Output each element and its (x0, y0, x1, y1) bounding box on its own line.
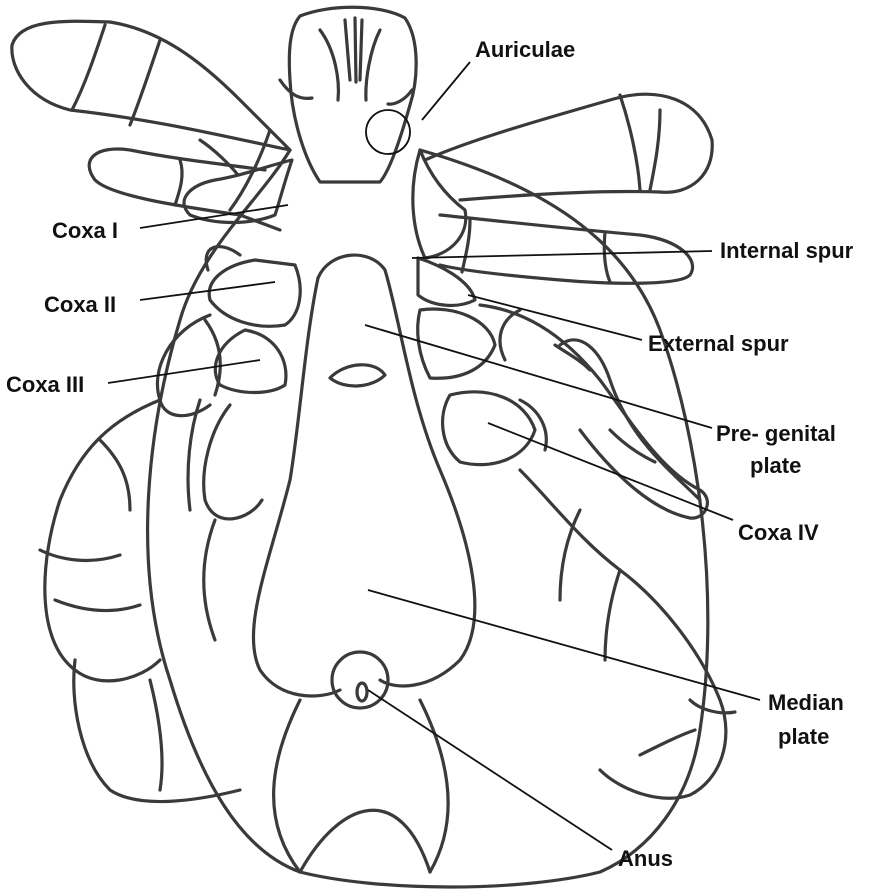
leader-coxa-ii (139, 281, 276, 301)
label-external-spur: External spur (648, 331, 789, 356)
label-coxa-iv: Coxa IV (738, 520, 819, 545)
leg-right-1 (423, 92, 714, 202)
leg-left-1 (10, 19, 292, 212)
leader-internal-spur (411, 250, 713, 259)
label-coxa-i: Coxa I (52, 218, 118, 243)
auriculae-circle (365, 109, 411, 155)
leg-left-2 (87, 138, 282, 232)
label-median-line1: Median (768, 690, 844, 715)
leg-left-4 (38, 398, 242, 804)
leader-pre-genital-plate (364, 324, 713, 429)
leg-right-3 (478, 303, 709, 520)
label-pre-genital-line1: Pre- genital (716, 421, 836, 446)
leader-external-spur (467, 294, 643, 341)
leader-auriculae (421, 61, 471, 121)
leader-coxa-iv (487, 422, 734, 521)
coxa-left-1 (182, 158, 294, 225)
coxa-left-3 (213, 328, 288, 395)
leg-left-5 (186, 398, 264, 642)
median-plate-outline (251, 276, 342, 698)
label-coxa-ii: Coxa II (44, 292, 116, 317)
leg-right-4 (498, 308, 702, 502)
leg-right-2 (438, 213, 695, 285)
label-coxa-iii: Coxa III (6, 372, 84, 397)
label-internal-spur: Internal spur (720, 238, 854, 263)
anal-plate (272, 650, 450, 874)
coxa-right-3 (416, 307, 497, 380)
label-auriculae: Auriculae (475, 37, 575, 62)
coxa-left-2 (204, 245, 302, 328)
leader-lines (107, 61, 761, 851)
label-anus: Anus (618, 846, 673, 871)
leg-right-5 (518, 468, 737, 800)
leader-anus (367, 689, 613, 851)
genital-aperture (328, 363, 387, 388)
coxa-right-4 (441, 390, 548, 467)
leader-median-plate (367, 589, 761, 701)
label-pre-genital-line2: plate (750, 453, 801, 478)
coxa-right-2 (416, 256, 477, 308)
coxa-right-1 (411, 148, 468, 260)
leader-coxa-i (139, 204, 289, 229)
label-median-line2: plate (778, 724, 829, 749)
labels: Auriculae Coxa I Coxa II Coxa III Intern… (6, 37, 854, 871)
pre-genital-plate-outline (316, 253, 477, 688)
leader-coxa-iii (107, 359, 261, 384)
